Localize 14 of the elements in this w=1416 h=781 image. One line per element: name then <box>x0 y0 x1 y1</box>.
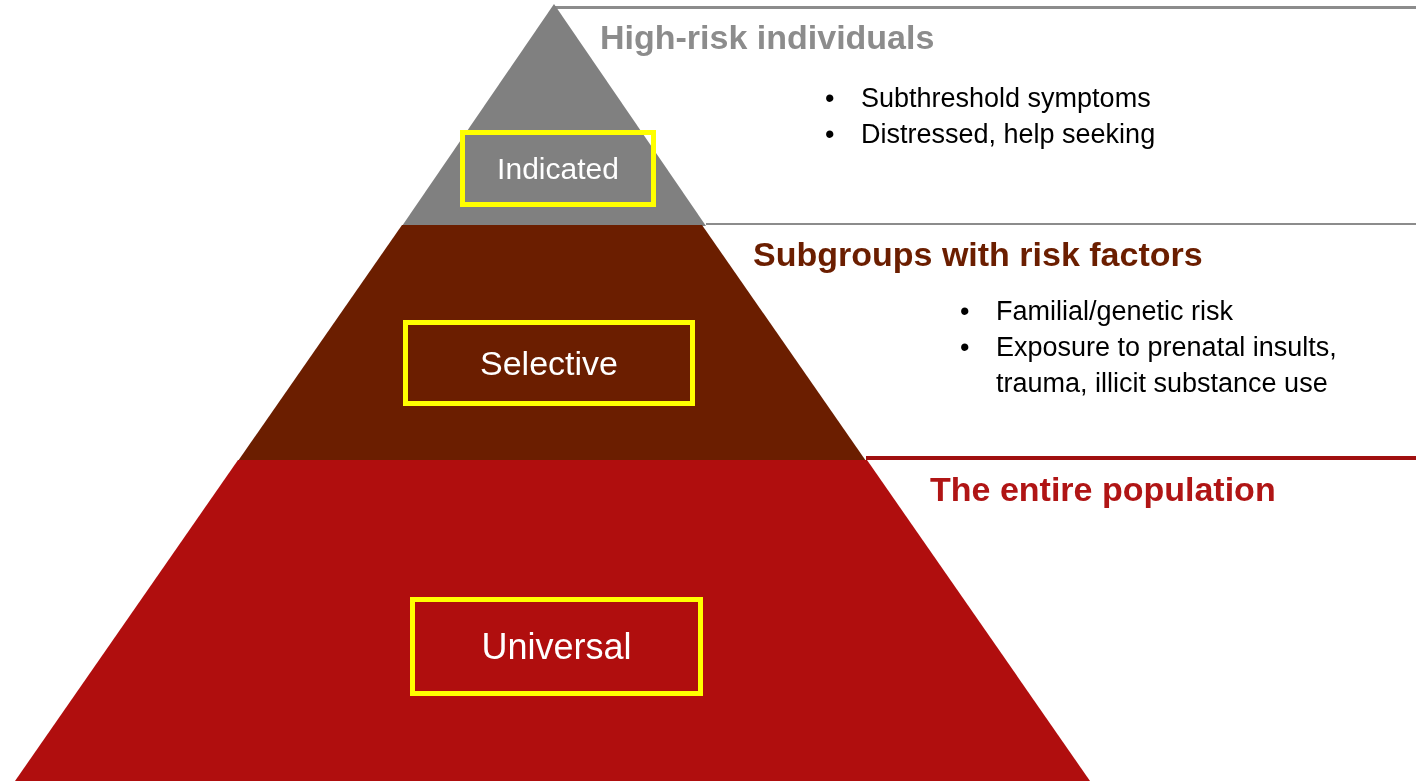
tier-heading: The entire population <box>930 472 1276 506</box>
bullet-marker: • <box>960 331 971 364</box>
tier-label-box: Selective <box>403 320 695 406</box>
bullet-marker: • <box>825 118 836 151</box>
bullet-item: Distressed, help seeking <box>861 118 1156 151</box>
bullet-marker: • <box>825 82 836 115</box>
bullet-item: Exposure to prenatal insults, trauma, illicit substance use <box>996 331 1338 400</box>
bullet-item: Subthreshold symptoms <box>861 82 1151 115</box>
tier-heading: High-risk individuals <box>600 20 935 54</box>
tier-heading: Subgroups with risk factors <box>753 237 1203 271</box>
bullet-item: Familial/genetic risk <box>996 295 1234 328</box>
tier-label-box: Universal <box>410 597 703 696</box>
bullet-marker: • <box>960 295 971 328</box>
tier-label-box: Indicated <box>460 130 656 207</box>
